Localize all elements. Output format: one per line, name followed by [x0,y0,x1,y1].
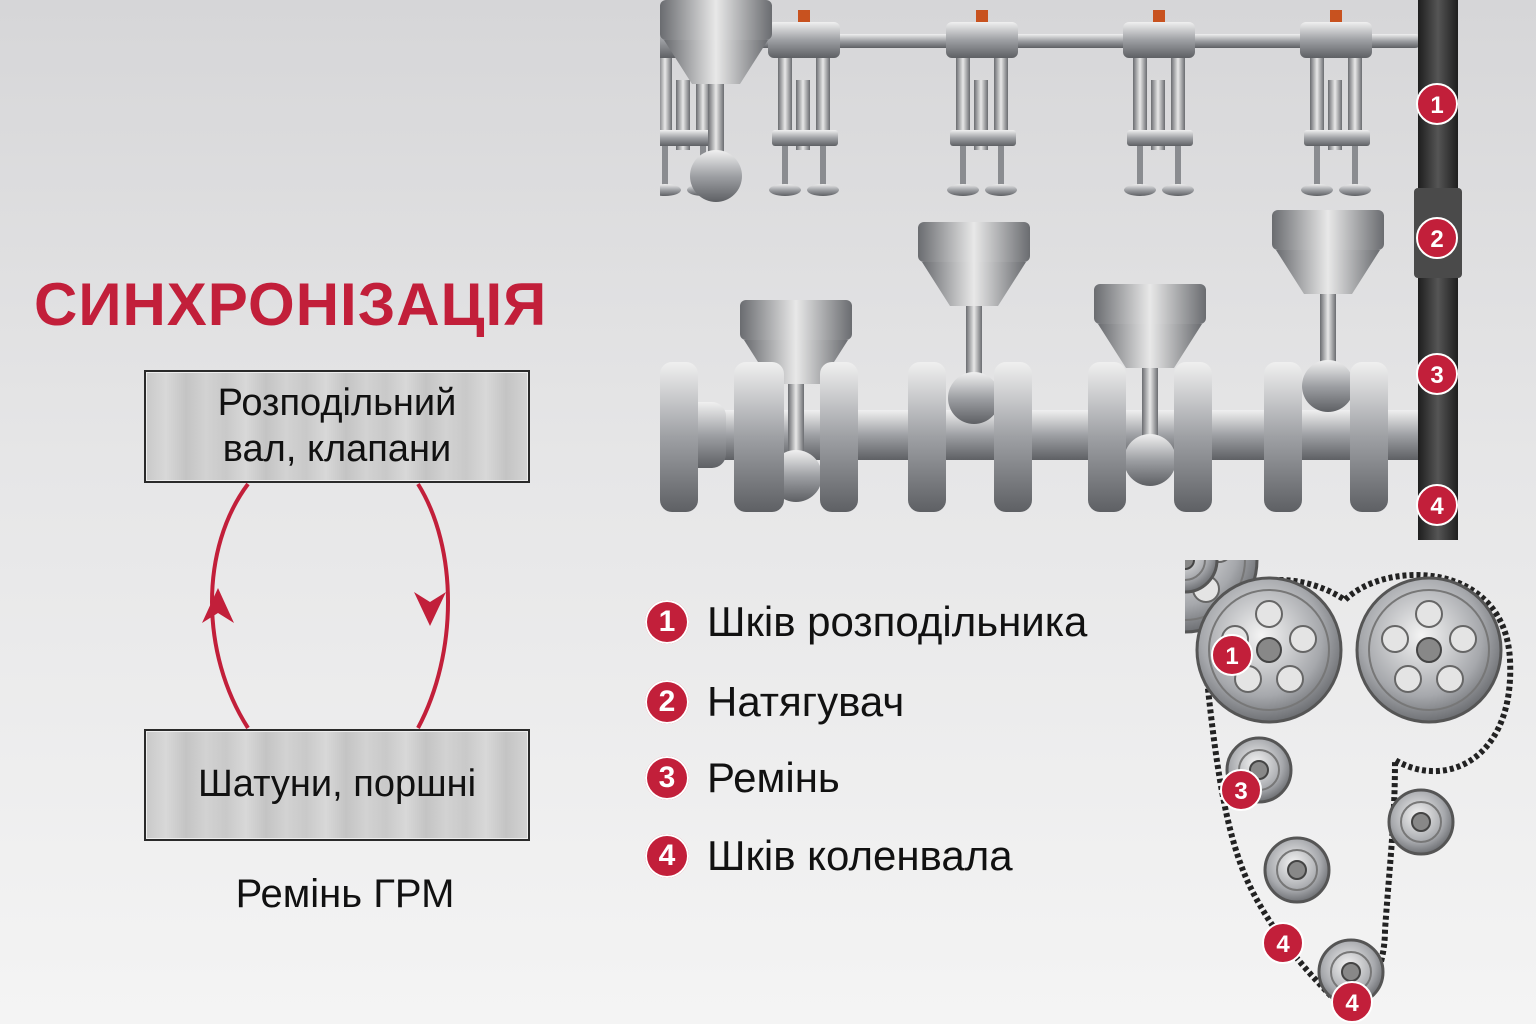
legend-label: Натягувач [707,678,905,725]
belt-badge-4a: 4 [1262,922,1304,964]
legend-number-badge: 2 [645,680,689,724]
svg-text:4: 4 [1276,931,1290,958]
svg-text:2: 2 [1430,226,1443,253]
legend-item-2: 2 Натягувач [645,678,904,726]
belt-caption: Ремінь ГРМ [235,872,455,916]
top-box-line-2: вал, клапани [222,427,452,470]
legend-number-badge: 4 [645,834,689,878]
top-box-line-1: Розподільний [217,381,457,424]
svg-text:1: 1 [1225,643,1238,670]
legend-number-badge: 3 [645,756,689,800]
crankshaft-illustration [660,0,1430,512]
legend-label: Шків розподільника [707,598,1088,645]
legend-item-4: 4 Шків коленвала [645,832,1013,880]
cycle-arrow-icon [202,482,450,730]
engine-badge-1: 1 [1416,83,1458,125]
engine-illustration: 1 2 3 4 [660,0,1462,540]
rods-pistons-box: Шатуни, поршні [144,729,530,841]
legend-label: Шків коленвала [707,832,1013,879]
pulley-diagram: 1 3 4 4 [1185,560,1514,1023]
bottom-box-text: Шатуни, поршні [197,763,477,806]
svg-text:1: 1 [1430,92,1443,119]
engine-badge-4: 4 [1416,484,1458,526]
belt-badge-1: 1 [1211,634,1253,676]
svg-text:3: 3 [1430,362,1443,389]
camshaft-valves-box: Розподільний вал, клапани [144,370,530,483]
camshaft-illustration [660,10,1422,196]
engine-badge-3: 3 [1416,353,1458,395]
belt-badge-3: 3 [1220,769,1262,811]
page-title: СИНХРОНІЗАЦІЯ [34,271,548,338]
svg-text:4: 4 [1345,990,1359,1017]
timing-belt-illustration [1414,0,1462,540]
legend-item-3: 3 Ремінь [645,754,840,802]
belt-badge-4b: 4 [1331,981,1373,1023]
legend-label: Ремінь [707,754,840,801]
svg-text:4: 4 [1430,493,1444,520]
engine-badge-2: 2 [1416,217,1458,259]
legend-item-1: 1 Шків розподільника [645,598,1087,646]
svg-text:3: 3 [1234,778,1247,805]
legend-number-badge: 1 [645,600,689,644]
